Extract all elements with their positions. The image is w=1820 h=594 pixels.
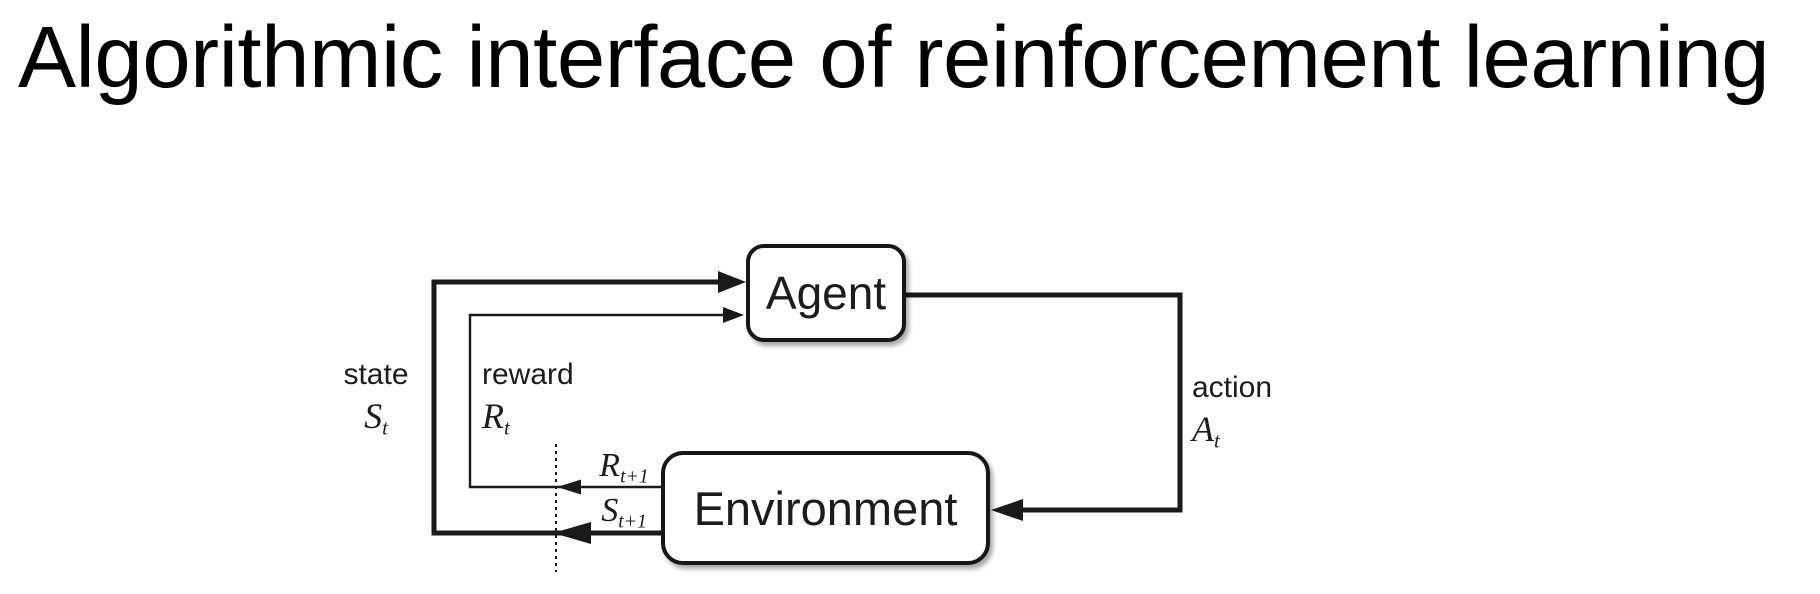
next-state-letter: S: [601, 492, 619, 529]
state-label-group: state St: [330, 358, 422, 439]
state-symbol: St: [330, 398, 422, 439]
state-symbol-letter: S: [364, 396, 383, 436]
action-label-group: action At: [1192, 371, 1272, 452]
reward-symbol: Rt: [482, 398, 574, 439]
action-symbol: At: [1192, 411, 1272, 452]
reward-label-group: reward Rt: [482, 358, 574, 439]
reward-word: reward: [482, 358, 574, 391]
next-reward-arrowhead: [557, 479, 581, 495]
state-word: state: [343, 358, 409, 391]
action-symbol-subscript: t: [1214, 428, 1220, 453]
reward-symbol-letter: R: [482, 396, 504, 436]
state-symbol-subscript: t: [382, 415, 388, 440]
agent-box: Agent: [746, 244, 906, 342]
environment-box: Environment: [661, 451, 990, 565]
agent-label: Agent: [765, 267, 887, 319]
next-state-subscript: t+1: [618, 510, 647, 533]
next-state-arrowhead: [553, 522, 591, 544]
action-flow-line: [905, 292, 1183, 513]
state-into-agent-arrowhead: [718, 271, 746, 293]
reward-into-agent-arrowhead: [723, 307, 744, 323]
environment-label: Environment: [693, 481, 958, 535]
action-into-environment-arrowhead: [991, 499, 1023, 521]
reward-symbol-subscript: t: [504, 415, 510, 440]
action-symbol-letter: A: [1192, 409, 1214, 449]
slide-title: Algorithmic interface of reinforcement l…: [18, 9, 1770, 106]
next-reward-subscript: t+1: [620, 465, 649, 488]
next-state-symbol: St+1: [588, 494, 660, 532]
state-flow-line: [431, 279, 724, 536]
next-reward-letter: R: [599, 447, 621, 484]
next-reward-symbol: Rt+1: [588, 449, 660, 487]
action-word: action: [1192, 371, 1273, 404]
